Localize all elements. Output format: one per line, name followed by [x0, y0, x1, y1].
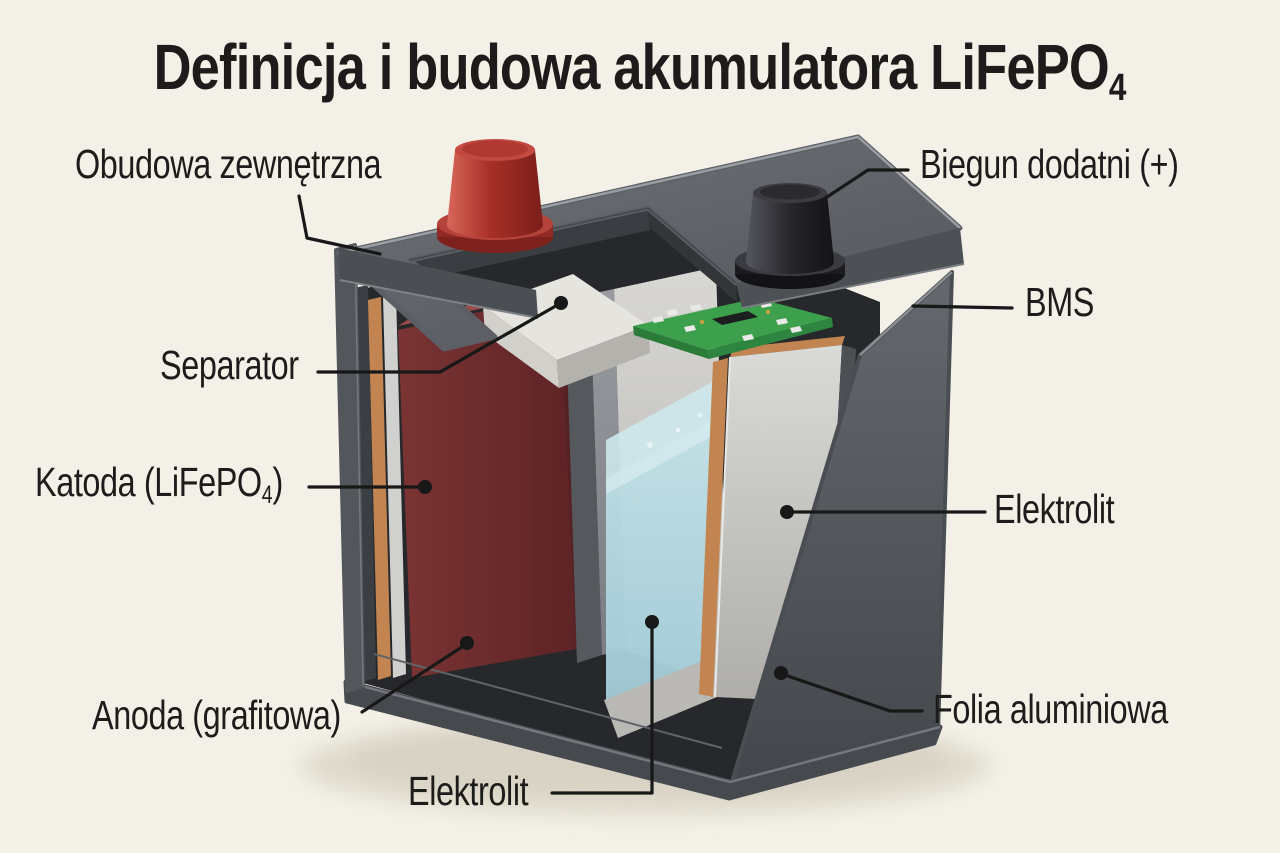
- label-anoda: Anoda (grafitowa): [92, 692, 341, 738]
- leader-elektrolit-bottom: [550, 626, 654, 795]
- positive-terminal-red: [437, 139, 553, 253]
- electrolyte-front-face: [606, 420, 712, 702]
- bms-pcb-edge-left: [633, 326, 709, 359]
- cathode-front-face: [398, 294, 576, 678]
- lid-front-left-face: [338, 248, 538, 318]
- page-title: Definicja i budowa akumulatora LiFePO4: [153, 31, 1127, 109]
- leader-folia: [780, 672, 924, 713]
- lid-cutout-right-wall: [648, 208, 737, 302]
- battery-interior: [352, 212, 880, 784]
- separator-front-right-face: [557, 325, 650, 388]
- label-folia-aluminiowa: Folia aluminiowa: [933, 686, 1168, 732]
- label-obudowa-zewnetrzna: Obudowa zewnętrzna: [75, 141, 382, 187]
- bms-board: [633, 298, 833, 359]
- leader-obudowa: [297, 194, 382, 256]
- leader-separator: [316, 301, 563, 374]
- cell-floor: [604, 658, 724, 738]
- negative-terminal-black: [735, 183, 845, 289]
- electrolyte-waterline: [606, 420, 712, 494]
- separator-front-left-face: [483, 306, 559, 388]
- leader-lines: [297, 168, 1014, 795]
- bms-pcb-top: [633, 298, 832, 350]
- label-elektrolit-bottom: Elektrolit: [408, 768, 529, 814]
- cell-frame-edge-dark: [565, 294, 602, 663]
- bms-components: [652, 301, 802, 341]
- outer-case: [334, 243, 954, 801]
- dot-katoda: [418, 480, 432, 494]
- leader-dots: [418, 296, 794, 680]
- label-elektrolit-right: Elektrolit: [994, 486, 1115, 532]
- leader-anoda: [360, 643, 467, 714]
- dot-folia: [774, 666, 788, 680]
- dot-anoda: [460, 636, 474, 650]
- copper-foil-right: [699, 358, 728, 697]
- aluminum-plate-top-sliver: [730, 336, 845, 357]
- title-subscript: 4: [1108, 65, 1127, 109]
- bms-pcb-edge-right: [708, 318, 833, 359]
- black-terminal-body: [746, 193, 834, 262]
- electrolyte-top-face: [606, 382, 712, 478]
- red-terminal-body: [447, 150, 543, 225]
- dot-elektrolit-right: [780, 505, 794, 519]
- label-biegun-dodatni: Biegun dodatni (+): [920, 141, 1179, 187]
- electrolyte-block: [606, 382, 712, 702]
- dot-elektrolit-bottom: [645, 615, 659, 629]
- leader-bms: [911, 304, 1014, 310]
- leader-biegun: [825, 168, 910, 199]
- label-separator: Separator: [160, 342, 299, 388]
- label-katoda: Katoda (LiFePO4): [35, 459, 283, 509]
- label-bms: BMS: [1025, 279, 1095, 325]
- dot-separator: [554, 296, 568, 310]
- bms-chip: [712, 311, 758, 325]
